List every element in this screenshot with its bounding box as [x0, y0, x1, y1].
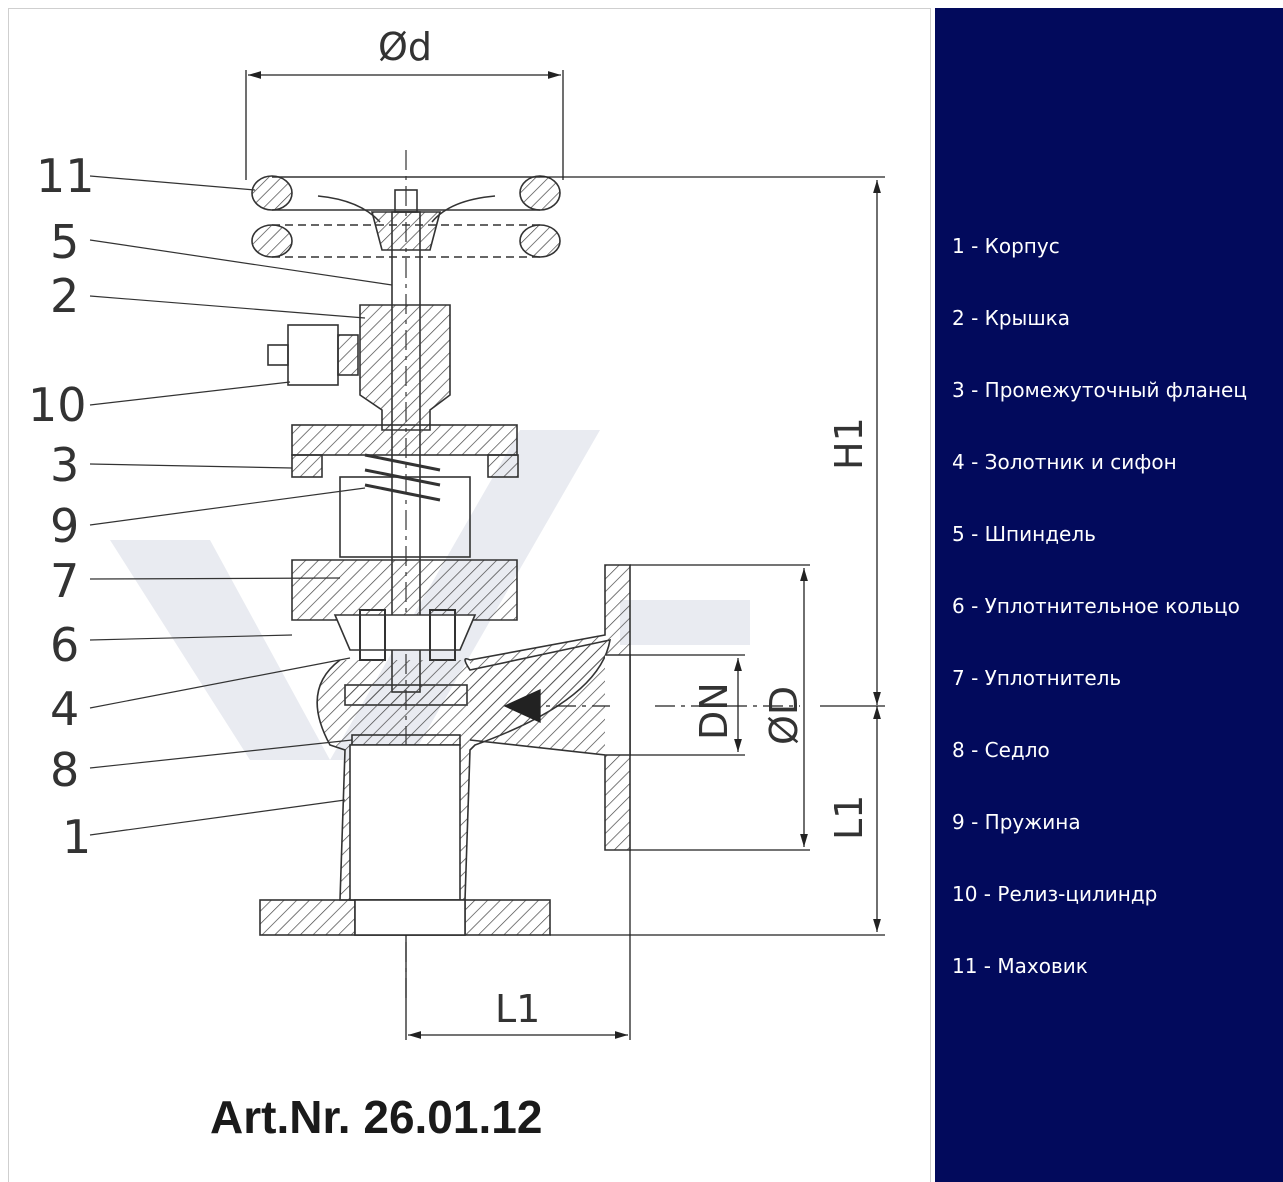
valve-drawing: 11 5 2 10 3 9 7 6 4 8 1 Ød L1 H1 L1 DN Ø…	[28, 25, 885, 1040]
part-item: 6 - Уплотнительное кольцо	[952, 594, 1240, 618]
part-item: 7 - Уплотнитель	[952, 666, 1122, 690]
callout-10: 10	[28, 378, 87, 432]
part-item: 9 - Пружина	[952, 810, 1081, 834]
part-item: 5 - Шпиндель	[952, 522, 1096, 546]
part-item: 3 - Промежуточный фланец	[952, 378, 1247, 402]
parts-list: 1 - Корпус 2 - Крышка 3 - Промежуточный …	[952, 233, 1247, 1025]
callout-4: 4	[50, 682, 79, 736]
callout-8: 8	[50, 743, 79, 797]
part-item: 2 - Крышка	[952, 306, 1070, 330]
dim-l1-horizontal: L1	[495, 987, 540, 1031]
dim-dn: DN	[692, 682, 736, 740]
callout-6: 6	[50, 618, 79, 672]
part-item: 11 - Маховик	[952, 954, 1088, 978]
callout-2: 2	[50, 269, 79, 323]
part-item: 4 - Золотник и сифон	[952, 450, 1177, 474]
part-item: 8 - Седло	[952, 738, 1050, 762]
parts-panel	[935, 8, 1283, 1182]
dim-od: Ød	[378, 25, 432, 69]
release-cylinder	[267, 324, 359, 386]
callout-5: 5	[50, 215, 79, 269]
callout-11: 11	[36, 149, 95, 203]
callout-7: 7	[50, 554, 79, 608]
callout-3: 3	[50, 438, 79, 492]
callout-1: 1	[62, 810, 91, 864]
drawing-frame	[8, 8, 931, 1182]
part-item: 1 - Корпус	[952, 234, 1060, 258]
callout-9: 9	[50, 499, 79, 553]
bonnet	[359, 304, 451, 431]
dim-l1-vertical: L1	[827, 795, 871, 840]
article-number: Art.Nr. 26.01.12	[210, 1091, 543, 1143]
part-item: 10 - Релиз-цилиндр	[952, 882, 1158, 906]
dim-od-flange: ØD	[762, 686, 806, 745]
dim-h1: H1	[827, 417, 871, 470]
